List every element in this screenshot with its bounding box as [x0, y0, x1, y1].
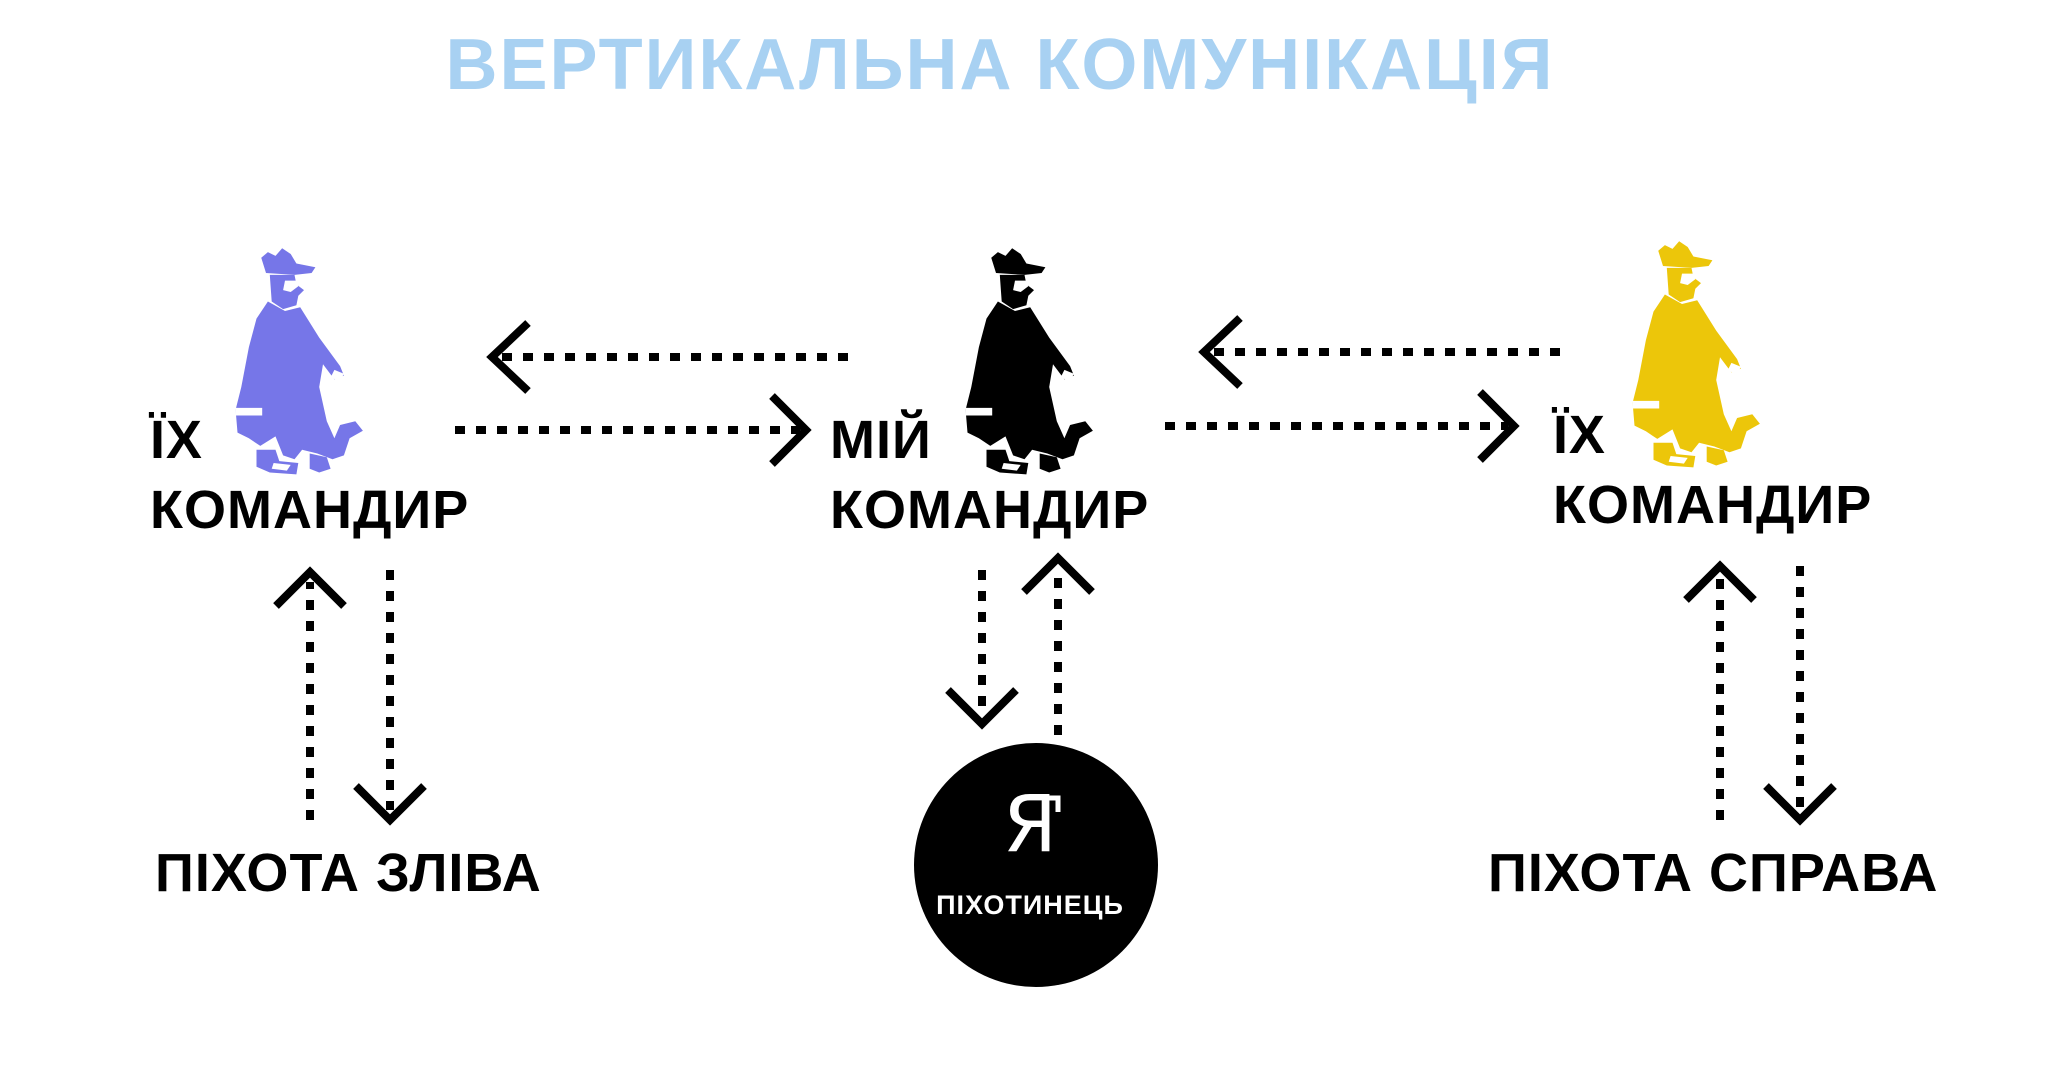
arrow-left-commander-to-infantry	[353, 570, 427, 826]
left-infantry-label: ПІХОТА ЗЛІВА	[155, 843, 542, 903]
arrow-right-commander-to-infantry	[1763, 566, 1837, 826]
arrow-right-infantry-to-commander	[1683, 560, 1757, 820]
me-badge-circle	[914, 743, 1158, 987]
arrow-left-to-center	[455, 393, 812, 467]
right-commander-label: ЇХ КОМАНДИР	[1553, 400, 1872, 540]
arrow-me-to-center-commander	[1021, 552, 1095, 735]
me-badge-letter: Я	[1002, 780, 1058, 870]
diagram-title: ВЕРТИКАЛЬНА КОМУНІКАЦІЯ	[445, 25, 1555, 105]
arrow-center-commander-to-me	[945, 570, 1019, 730]
arrow-left-infantry-to-commander	[273, 566, 347, 820]
center-commander-label: МІЙ КОМАНДИР	[830, 405, 1149, 545]
me-badge-label: ПІХОТИНЕЦЬ	[936, 890, 1124, 920]
badge-corner-mark	[1042, 795, 1061, 812]
arrow-center-to-right	[1165, 389, 1520, 463]
left-commander-label: ЇХ КОМАНДИР	[150, 405, 469, 545]
left-commander-label-line2: КОМАНДИР	[150, 480, 470, 540]
center-commander-label-line2: КОМАНДИР	[830, 480, 1150, 540]
left-commander-label-line1: ЇХ	[150, 410, 203, 470]
arrow-center-to-left	[486, 320, 848, 394]
center-commander-label-line1: МІЙ	[830, 410, 932, 470]
right-infantry-label: ПІХОТА СПРАВА	[1488, 843, 1939, 903]
arrow-right-to-center	[1198, 315, 1560, 389]
right-commander-label-line1: ЇХ	[1553, 405, 1606, 465]
right-commander-label-line2: КОМАНДИР	[1553, 475, 1873, 535]
